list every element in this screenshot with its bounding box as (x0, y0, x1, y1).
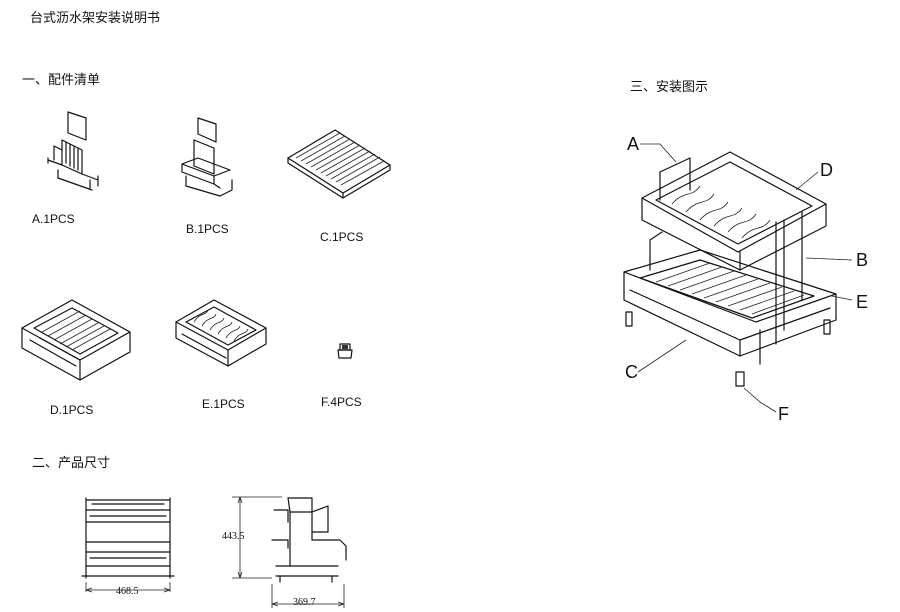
part-label-c: C.1PCS (320, 230, 364, 244)
part-label-e: E.1PCS (202, 397, 245, 411)
callout-f: F (778, 404, 789, 424)
callout-d: D (820, 160, 833, 180)
part-e-drawing (175, 299, 267, 367)
part-b-drawing (181, 117, 233, 197)
dimension-depth: 369.7 (293, 597, 316, 608)
part-label-a: A.1PCS (32, 212, 75, 226)
part-label-d: D.1PCS (50, 403, 94, 417)
section-install-diagram: 三、安装图示 (630, 80, 709, 95)
assembled-rack-drawing (623, 143, 853, 413)
part-d-drawing (21, 299, 131, 381)
callout-b: B (856, 250, 869, 270)
document-title: 台式沥水架安装说明书 (30, 11, 161, 26)
callout-c: C (625, 362, 638, 382)
section-parts-list: 一、配件清单 (22, 73, 101, 88)
dimension-height: 443.5 (222, 531, 245, 542)
part-label-f: F.4PCS (321, 395, 362, 409)
part-label-b: B.1PCS (186, 222, 229, 236)
callout-e: E (856, 292, 869, 312)
dimension-front-view (81, 497, 175, 593)
part-a-drawing (47, 111, 99, 191)
callout-a: A (627, 134, 640, 154)
section-dimensions: 二、产品尺寸 (32, 456, 111, 471)
part-f-drawing (337, 343, 353, 359)
part-c-drawing (287, 129, 391, 199)
dimension-side-view (232, 496, 347, 608)
dimension-width: 468.5 (116, 586, 139, 597)
